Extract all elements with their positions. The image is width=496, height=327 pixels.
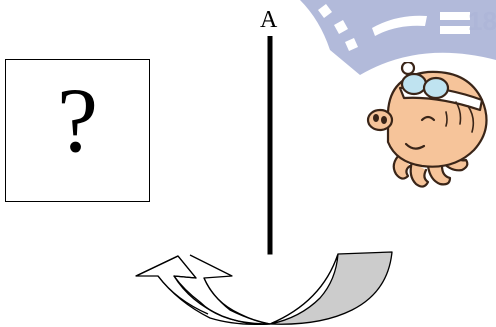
cartoon-octopus-with-goggles-icon [360, 62, 496, 198]
